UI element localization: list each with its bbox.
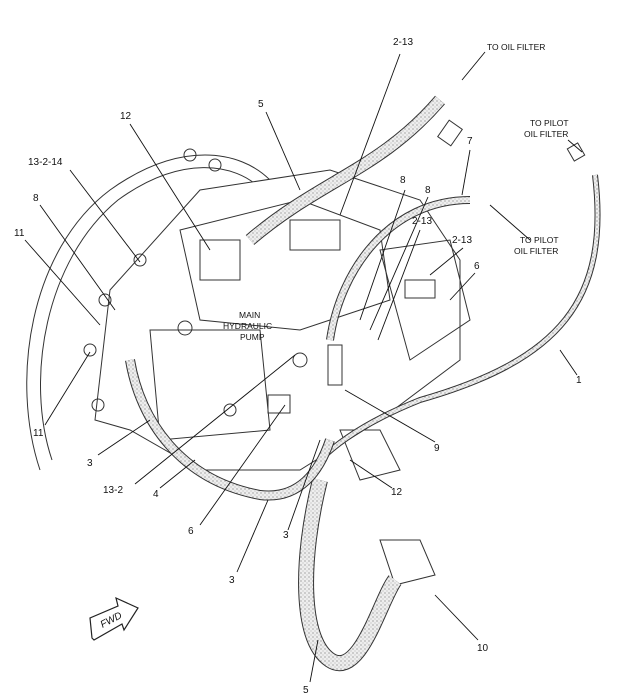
leader-lines [24, 51, 583, 683]
callout-2-13-top: 2-13 [393, 37, 414, 48]
callout-8-c: 8 [33, 193, 39, 204]
callout-1: 1 [576, 375, 582, 386]
callout-oil-filter-2: OIL FILTER [514, 246, 559, 256]
callout-6-right: 6 [474, 261, 480, 272]
callout-3-a: 3 [87, 458, 93, 469]
callout-3-c: 3 [229, 575, 235, 586]
callout-3-b: 3 [283, 530, 289, 541]
callout-9: 9 [434, 443, 440, 454]
callout-8-a: 8 [400, 175, 406, 186]
callout-2-13-mid: 2-13 [412, 216, 433, 227]
callout-5-top: 5 [258, 99, 264, 110]
callout-oil-filter-1: OIL FILTER [524, 129, 569, 139]
label-main: MAIN [239, 310, 261, 320]
callout-11-bottom: 11 [33, 428, 44, 439]
callout-to-pilot-1: TO PILOT [530, 118, 569, 128]
fwd-arrow-icon [89, 596, 139, 641]
hoses [125, 95, 601, 671]
callout-10: 10 [477, 643, 489, 654]
callout-11-top: 11 [14, 228, 25, 239]
callout-7: 7 [467, 136, 473, 147]
callout-13-2: 13-2 [103, 485, 124, 496]
callout-13-2-14: 13-2-14 [28, 157, 63, 168]
label-hydraulic: HYDRAULIC [223, 321, 273, 331]
callout-5-bottom: 5 [303, 685, 309, 696]
callout-2-13-right: 2-13 [452, 235, 473, 246]
callout-to-oil-filter: TO OIL FILTER [487, 42, 546, 52]
callout-4: 4 [153, 489, 159, 500]
callout-12-bottom: 12 [391, 487, 403, 498]
callout-6-bottom: 6 [188, 526, 194, 537]
callout-8-b: 8 [425, 185, 431, 196]
callout-to-pilot-2: TO PILOT [520, 235, 559, 245]
callout-12-top: 12 [120, 111, 132, 122]
label-pump: PUMP [240, 332, 265, 342]
